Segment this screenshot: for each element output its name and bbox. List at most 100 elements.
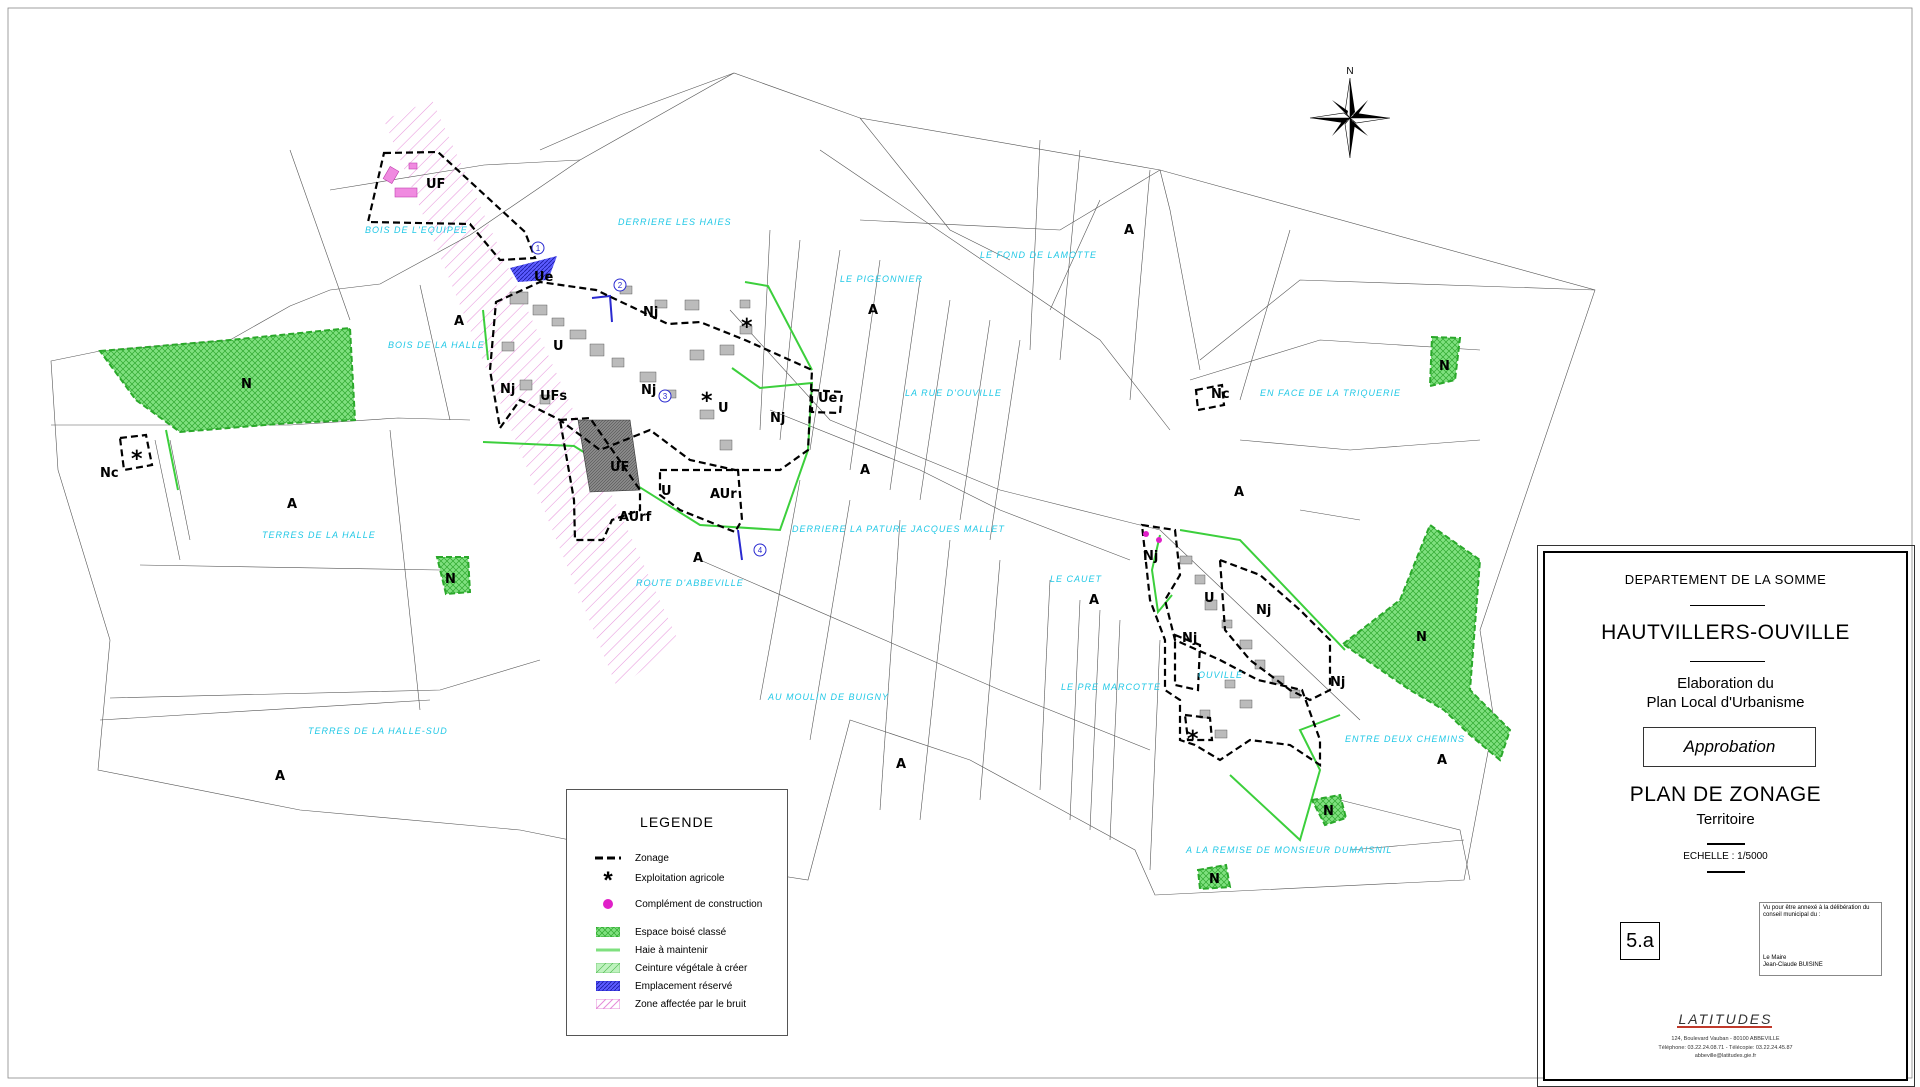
place-terres-halle: TERRES DE LA HALLE: [262, 530, 376, 540]
legend-item-bruit: Zone affectée par le bruit: [595, 996, 746, 1012]
svg-text:A: A: [1437, 753, 1447, 768]
legend-item-haie: Haie à maintenir: [595, 942, 708, 958]
pink-hatch-icon: [595, 998, 621, 1010]
place-entre-chemins: ENTRE DEUX CHEMINS: [1345, 734, 1465, 744]
elaboration-line1: Elaboration du: [1677, 675, 1774, 692]
place-bois-equipee: BOIS DE L'EQUIPEE: [365, 225, 468, 235]
commune-title: HAUTVILLERS-OUVILLE: [1601, 621, 1850, 644]
svg-text:Nj: Nj: [1143, 549, 1158, 564]
approval-note: Vu pour être annexé à la délibération du…: [1759, 902, 1882, 976]
place-pature-mallet: DERRIERE LA PATURE JACQUES MALLET: [792, 524, 1005, 534]
svg-text:4: 4: [758, 546, 763, 555]
firm-phone: Téléphone: 03.22.24.08.71 - Télécopie: 0…: [1658, 1045, 1793, 1051]
svg-text:N: N: [1209, 872, 1220, 887]
zoning-boundaries: [118, 150, 1332, 768]
reserved-area: [510, 256, 557, 282]
svg-text:A: A: [860, 463, 870, 478]
map-frame: [7, 7, 1913, 1079]
legend-title: LEGENDE: [640, 814, 714, 830]
light-green-hatch-icon: [595, 962, 621, 974]
svg-text:Nc: Nc: [100, 466, 119, 481]
legend-item-exploitation: * Exploitation agricole: [595, 867, 724, 894]
svg-text:3: 3: [663, 392, 668, 401]
svg-text:A: A: [1089, 593, 1099, 608]
svg-text:Ue: Ue: [818, 391, 838, 406]
svg-text:AUr: AUr: [710, 487, 737, 502]
asterisk-icon: *: [603, 867, 613, 894]
place-terres-halle-sud: TERRES DE LA HALLE-SUD: [308, 726, 448, 736]
svg-text:*: *: [741, 315, 753, 340]
svg-text:UF: UF: [426, 177, 445, 192]
svg-text:UFs: UFs: [540, 389, 567, 404]
firm-logo: LATITUDES: [1678, 1011, 1773, 1027]
place-bois-halle: BOIS DE LA HALLE: [388, 340, 485, 350]
svg-text:A: A: [693, 551, 703, 566]
wooded-area-se1: [1310, 793, 1348, 827]
svg-text:Nc: Nc: [1211, 387, 1230, 402]
blue-hatch-icon: [595, 980, 621, 992]
noise-zone: [384, 100, 678, 690]
svg-text:UF: UF: [610, 460, 629, 475]
svg-text:U: U: [1204, 591, 1215, 606]
place-remise-dumaisnil: A LA REMISE DE MONSIEUR DUMAISNIL: [1185, 845, 1392, 855]
title-block: DEPARTEMENT DE LA SOMME HAUTVILLERS-OUVI…: [1537, 545, 1915, 1087]
svg-text:*: *: [131, 447, 143, 472]
svg-text:U: U: [553, 339, 564, 354]
complement-dot: [1143, 531, 1149, 537]
reserved-markers: 1 2 3 4: [531, 241, 767, 557]
svg-text:A: A: [1124, 223, 1134, 238]
wooded-area-east: [1341, 523, 1512, 762]
wooded-area-west: [98, 326, 357, 434]
svg-text:U: U: [661, 484, 672, 499]
svg-text:U: U: [718, 401, 729, 416]
svg-text:N: N: [241, 377, 252, 392]
svg-text:Nj: Nj: [1256, 603, 1271, 618]
north-arrow-icon: N: [1309, 66, 1391, 159]
svg-text:N: N: [1323, 804, 1334, 819]
svg-text:A: A: [868, 303, 878, 318]
scale: ECHELLE : 1/5000: [1683, 851, 1768, 862]
legend-item-ceinture: Ceinture végétale à créer: [595, 960, 747, 976]
svg-text:A: A: [287, 497, 297, 512]
farm-markers: * * * *: [131, 315, 1199, 752]
legend-item-zonage: Zonage: [595, 850, 669, 866]
svg-text:A: A: [1234, 485, 1244, 500]
svg-text:A: A: [896, 757, 906, 772]
legend: LEGENDE Zonage * Exploitation agricole C…: [566, 789, 788, 1036]
svg-text:Ue: Ue: [534, 270, 554, 285]
elaboration-line2: Plan Local d'Urbanisme: [1646, 694, 1805, 711]
legend-item-emplacement: Emplacement réservé: [595, 978, 732, 994]
svg-text:A: A: [454, 314, 464, 329]
firm-email: abbeville@latitudes.gie.fr: [1694, 1053, 1757, 1059]
svg-text:*: *: [701, 389, 713, 414]
dash-line-icon: [595, 852, 621, 864]
place-names: BOIS DE L'EQUIPEE DERRIERE LES HAIES LE …: [262, 217, 1465, 855]
svg-text:N: N: [1346, 66, 1353, 77]
zone-labels: UF Ue Nj U Nj UFs Nj U Nj Ue UF U AUr A U…: [100, 177, 1450, 887]
place-cauet: LE CAUET: [1050, 574, 1103, 584]
place-ouville: OUVILLE: [1198, 670, 1243, 680]
place-face-triquerie: EN FACE DE LA TRIQUERIE: [1260, 388, 1401, 398]
svg-text:Nj: Nj: [1182, 631, 1197, 646]
svg-text:1: 1: [536, 244, 541, 253]
svg-text:A: A: [275, 769, 285, 784]
green-hatch-icon: [595, 926, 621, 938]
svg-text:Nj: Nj: [770, 411, 785, 426]
svg-text:N: N: [1416, 630, 1427, 645]
svg-text:Nj: Nj: [641, 383, 656, 398]
svg-text:2: 2: [618, 281, 623, 290]
wooded-area-se2: [1196, 863, 1232, 891]
svg-text:Nj: Nj: [1330, 675, 1345, 690]
plan-subtitle: Territoire: [1696, 811, 1755, 828]
svg-text:*: *: [1187, 727, 1199, 752]
parcels: [50, 72, 1596, 896]
plan-title: PLAN DE ZONAGE: [1629, 783, 1822, 806]
svg-text:N: N: [1439, 359, 1450, 374]
industrial-building: [577, 419, 641, 493]
magenta-dot-icon: [595, 898, 621, 910]
department: DEPARTEMENT DE LA SOMME: [1624, 572, 1827, 587]
place-pre-marcotte: LE PRE MARCOTTE: [1061, 682, 1161, 692]
place-pigeonnier: LE PIGEONNIER: [840, 274, 923, 284]
status-box: Approbation: [1643, 727, 1816, 767]
